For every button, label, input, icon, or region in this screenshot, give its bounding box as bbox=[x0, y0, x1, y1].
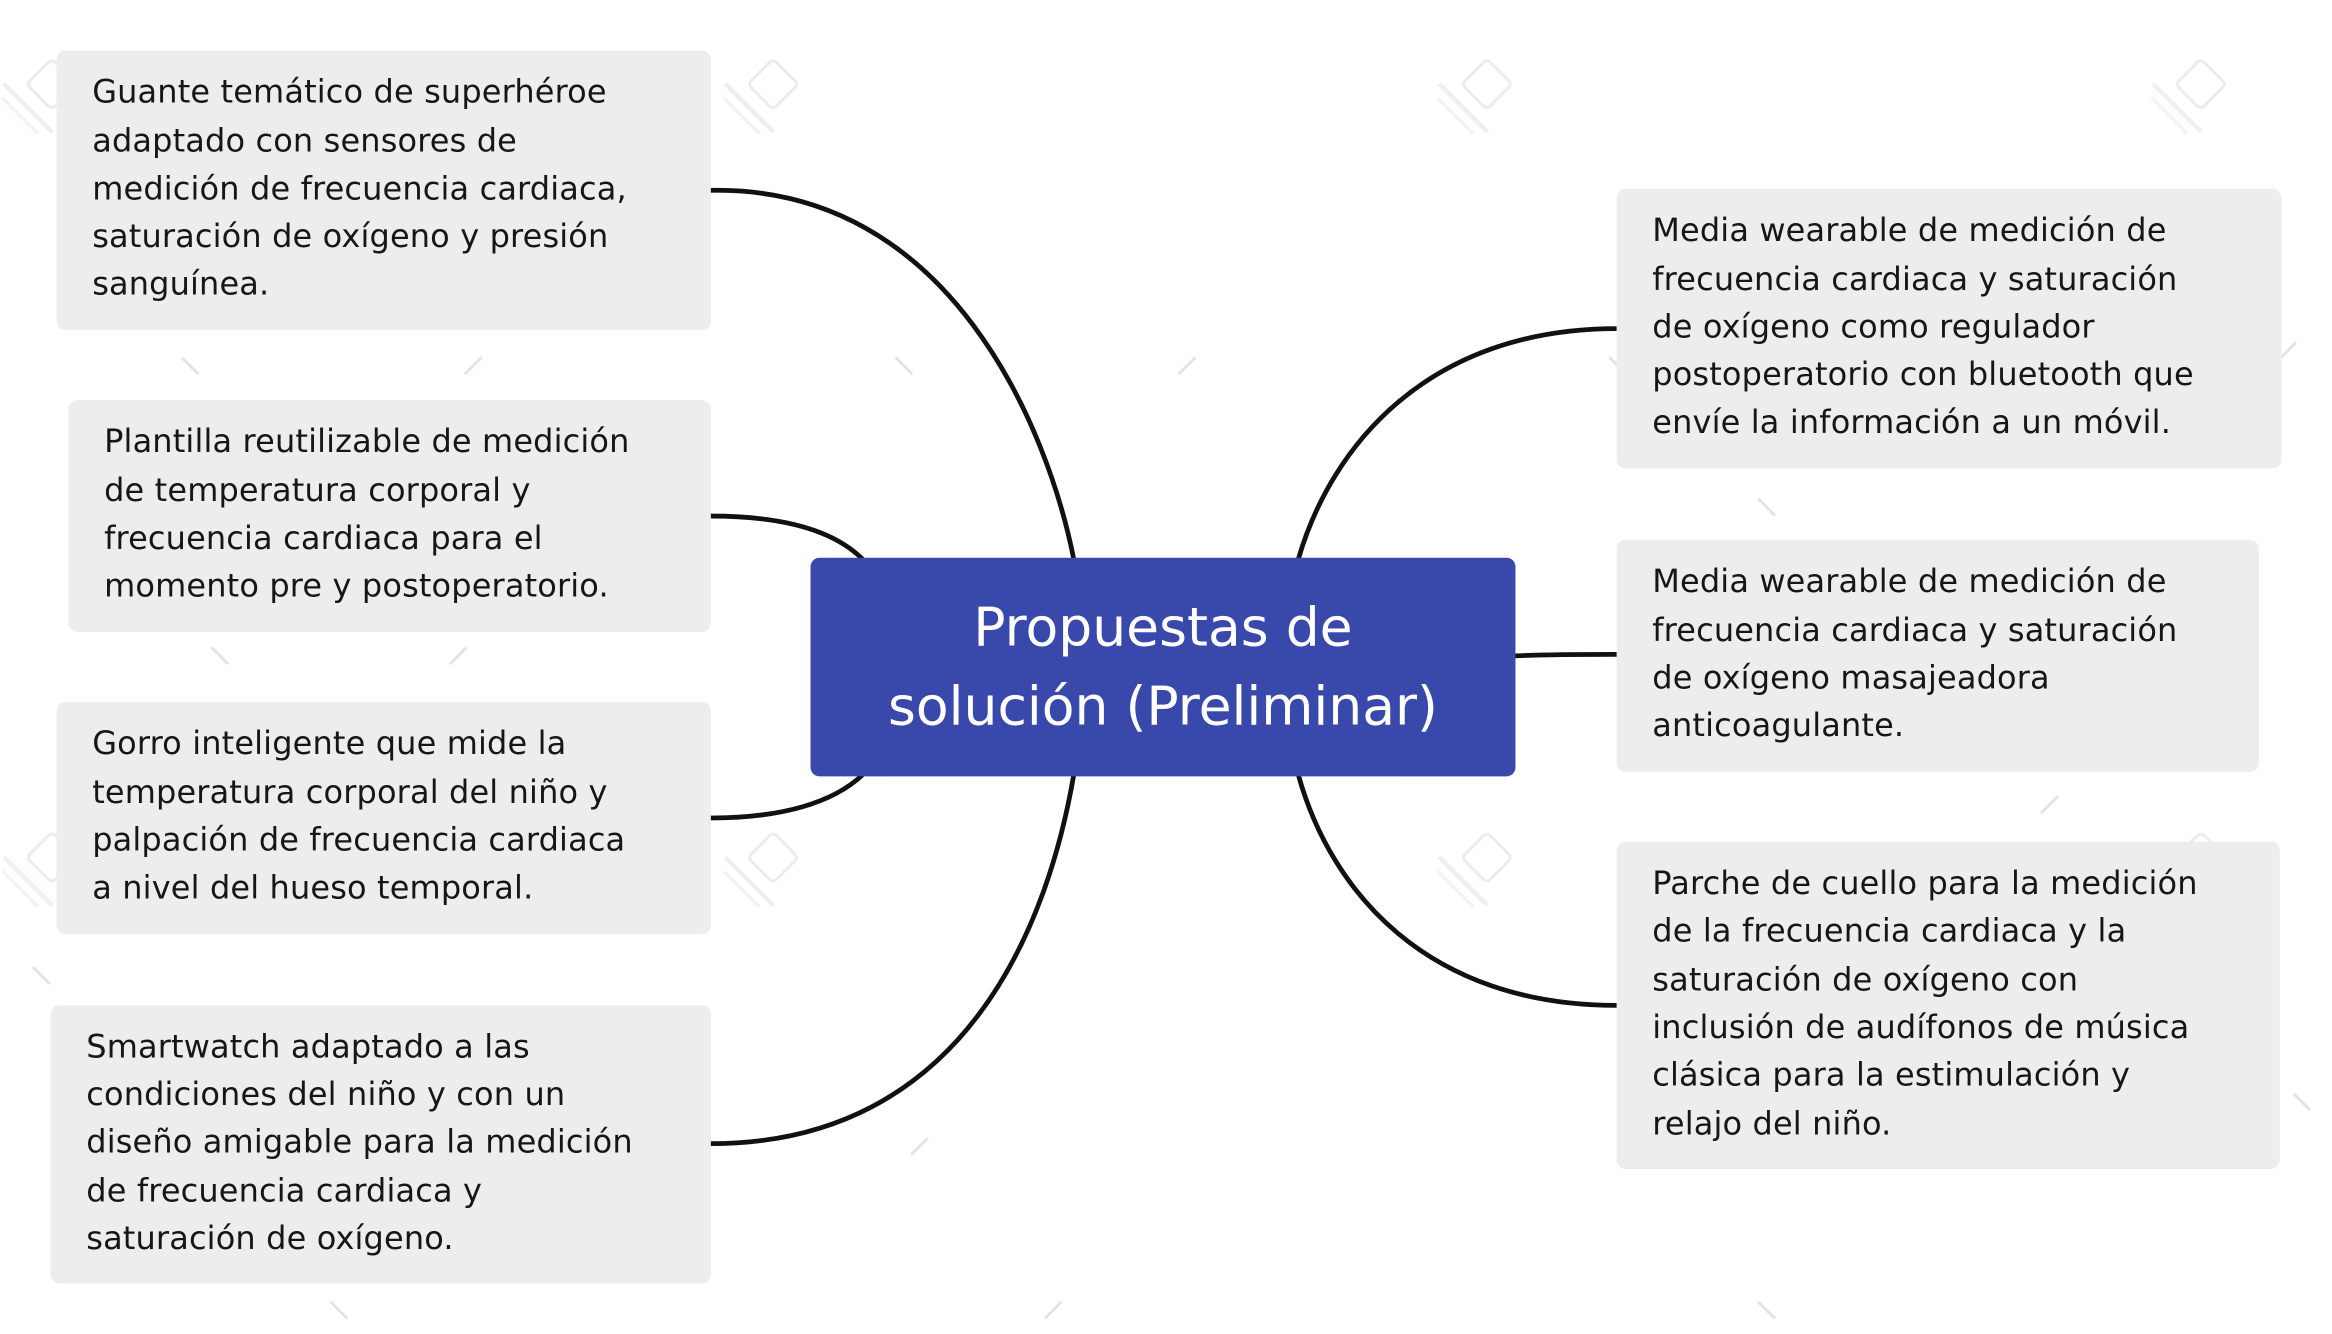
left-topic-4-text: Smartwatch adaptado a las condiciones de… bbox=[86, 1028, 633, 1259]
right-topic-2-text: Media wearable de medición de frecuencia… bbox=[1652, 564, 2178, 746]
connector-right-2 bbox=[1513, 651, 1619, 659]
right-topic-3-text: Parche de cuello para la medición de la … bbox=[1652, 865, 2198, 1144]
connector-right-1 bbox=[1295, 326, 1619, 562]
right-topic-3[interactable]: Parche de cuello para la medición de la … bbox=[1616, 841, 2280, 1169]
left-topic-1[interactable]: Guante temático de superhéroe adaptado c… bbox=[56, 50, 711, 331]
left-topic-2-text: Plantilla reutilizable de medición de te… bbox=[104, 424, 630, 606]
left-topic-4[interactable]: Smartwatch adaptado a las condiciones de… bbox=[50, 1005, 711, 1284]
connector-left-4 bbox=[708, 772, 1077, 1147]
central-topic-text: Propuestas de solución (Preliminar) bbox=[888, 597, 1438, 737]
left-topic-2[interactable]: Plantilla reutilizable de medición de te… bbox=[68, 400, 711, 633]
connector-left-2 bbox=[708, 513, 865, 562]
left-topic-3-text: Gorro inteligente que mide la temperatur… bbox=[92, 726, 626, 908]
right-topic-2[interactable]: Media wearable de medición de frecuencia… bbox=[1616, 539, 2260, 772]
central-topic[interactable]: Propuestas de solución (Preliminar) bbox=[810, 557, 1516, 777]
left-topic-3[interactable]: Gorro inteligente que mide la temperatur… bbox=[56, 701, 711, 934]
right-topic-1[interactable]: Media wearable de medición de frecuencia… bbox=[1616, 188, 2282, 469]
right-topic-1-text: Media wearable de medición de frecuencia… bbox=[1652, 213, 2194, 443]
connector-right-3 bbox=[1295, 772, 1619, 1008]
connector-left-3 bbox=[708, 772, 865, 821]
connector-left-1 bbox=[708, 187, 1077, 562]
left-topic-1-text: Guante temático de superhéroe adaptado c… bbox=[92, 74, 627, 305]
